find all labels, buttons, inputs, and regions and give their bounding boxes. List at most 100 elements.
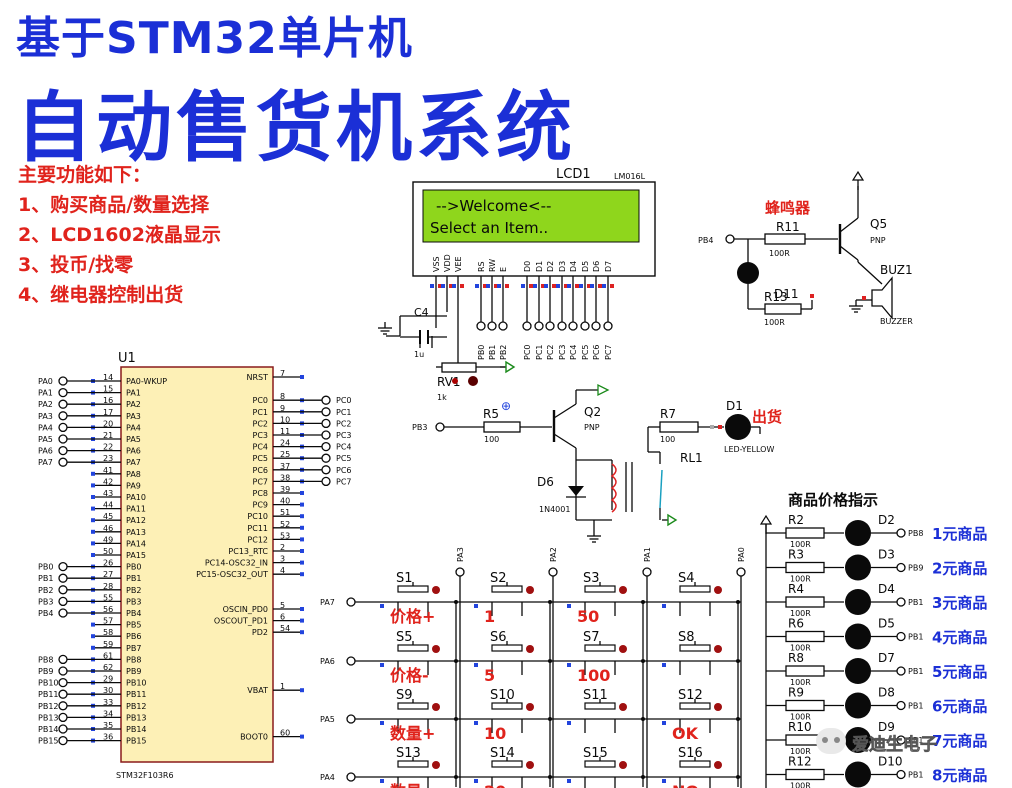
keypad-button-marker bbox=[714, 761, 722, 769]
mcu-pin-number: 55 bbox=[103, 593, 113, 602]
keypad-key-ref: S10 bbox=[490, 688, 515, 703]
pin-marker bbox=[579, 284, 583, 288]
resistor bbox=[764, 303, 802, 315]
price-net-label: PB1 bbox=[908, 736, 923, 745]
price-resistor-ref: R9 bbox=[788, 686, 804, 700]
wechat-icon bbox=[816, 728, 846, 754]
mcu-pin-number: 39 bbox=[280, 485, 290, 494]
lcd-net-label: PC6 bbox=[592, 345, 601, 361]
mcu-net-terminal bbox=[58, 387, 68, 398]
mcu-net-terminal bbox=[321, 476, 331, 487]
pin-marker bbox=[662, 604, 666, 608]
mcu-net-terminal bbox=[58, 573, 68, 583]
keypad-button bbox=[584, 760, 616, 768]
pin-marker bbox=[598, 284, 602, 288]
price-led-ref: D7 bbox=[878, 651, 895, 665]
mcu-net-terminal bbox=[58, 399, 68, 409]
price-item-label: 2元商品 bbox=[932, 560, 987, 578]
power-arrow bbox=[597, 383, 610, 397]
mcu-pin-number: 45 bbox=[103, 512, 113, 521]
power-arrow bbox=[759, 514, 773, 525]
buzzer-symbol bbox=[871, 276, 893, 320]
pin-marker bbox=[567, 779, 571, 783]
relay-d6: D6 bbox=[537, 475, 554, 489]
pin-marker bbox=[380, 604, 384, 608]
mcu-pin-number: 26 bbox=[103, 559, 113, 568]
mcu-net-terminal bbox=[58, 689, 68, 699]
price-resistor-ref: R8 bbox=[788, 651, 804, 665]
mcu-pin-name: PA12 bbox=[126, 516, 146, 525]
pin-marker bbox=[862, 296, 866, 300]
lcd-pin-name: VSS bbox=[432, 256, 441, 272]
mcu-pin-name: PA10 bbox=[126, 493, 146, 502]
mcu-net-label: PB15 bbox=[38, 737, 59, 746]
mcu-pin-number: 37 bbox=[280, 462, 290, 471]
price-resistor-ref: R6 bbox=[788, 617, 804, 631]
relay-r7-value: 100 bbox=[660, 435, 675, 444]
resistor bbox=[785, 768, 825, 781]
price-net-label: PB1 bbox=[908, 633, 923, 642]
price-resistor-ref: R10 bbox=[788, 720, 812, 734]
keypad-col-terminal bbox=[642, 567, 652, 577]
keypad-key-ref: S13 bbox=[396, 746, 421, 761]
keypad-row-terminal bbox=[346, 714, 356, 724]
mcu-net-terminal bbox=[58, 735, 68, 746]
keypad-key-ref: S9 bbox=[396, 688, 413, 703]
mcu-pin-name: PB11 bbox=[126, 690, 147, 699]
mcu-net-label: PB1 bbox=[38, 574, 53, 583]
keypad-key-ref: S8 bbox=[678, 630, 695, 645]
mcu-pin-name: PC15-OSC32_OUT bbox=[196, 570, 268, 579]
lcd-pin-name: D0 bbox=[523, 261, 532, 272]
keypad-row-label: PA5 bbox=[320, 715, 335, 724]
mcu-pin-name: PB8 bbox=[126, 655, 141, 664]
buzzer-q5: Q5 bbox=[870, 217, 887, 231]
mcu-pin-name: PA1 bbox=[126, 389, 141, 398]
relay-net-terminal bbox=[435, 422, 445, 432]
pin-marker bbox=[474, 779, 478, 783]
mcu-net-terminal bbox=[58, 411, 68, 421]
pin-marker bbox=[380, 779, 384, 783]
mcu-net-label: PA4 bbox=[38, 423, 53, 432]
keypad-row-terminal bbox=[346, 772, 356, 782]
pin-marker bbox=[505, 284, 509, 288]
price-led bbox=[845, 623, 871, 650]
resistor bbox=[785, 665, 825, 677]
mcu-pin-number: 7 bbox=[280, 369, 285, 378]
price-net-terminal bbox=[896, 769, 906, 780]
mcu-ref: U1 bbox=[118, 351, 136, 366]
keypad-button-marker bbox=[526, 703, 534, 711]
buzzer-type: BUZZER bbox=[880, 317, 913, 326]
buzzer-r13-value: 100R bbox=[764, 318, 785, 327]
mcu-pin-number: 4 bbox=[280, 566, 285, 575]
mcu-net-terminal bbox=[58, 434, 68, 444]
buzzer-net-terminal bbox=[725, 234, 735, 244]
keypad-button-marker bbox=[714, 586, 722, 594]
mcu-pin-name: PA7 bbox=[126, 458, 141, 467]
mcu-pin-name: PC1 bbox=[253, 408, 269, 417]
pin-marker bbox=[441, 284, 445, 288]
pin-marker bbox=[662, 663, 666, 667]
lcd-pin-name: VDD bbox=[443, 254, 452, 272]
pin-marker bbox=[300, 630, 304, 635]
mcu-pin-name: PC3 bbox=[253, 431, 269, 440]
price-led-ref: D3 bbox=[878, 548, 895, 562]
watermark-text: 爱迪生电子 bbox=[852, 734, 937, 755]
pin-marker bbox=[300, 560, 304, 565]
keypad-button-marker bbox=[714, 703, 722, 711]
feature-item: 主要功能如下： bbox=[18, 164, 152, 186]
mcu-pin-name: PC9 bbox=[253, 501, 269, 510]
pin-marker bbox=[91, 506, 95, 511]
lcd-model: LM016L bbox=[614, 172, 646, 181]
pin-marker bbox=[474, 663, 478, 667]
mcu-pin-name: PC4 bbox=[253, 443, 269, 452]
mcu-pin-number: 15 bbox=[103, 385, 113, 394]
pin-marker bbox=[300, 375, 304, 379]
mcu-pin-number: 1 bbox=[280, 682, 285, 691]
mcu-pin-name: PC11 bbox=[247, 524, 268, 533]
pin-marker bbox=[602, 284, 606, 288]
keypad-col-label: PA2 bbox=[549, 547, 558, 562]
feature-item: 3、投币/找零 bbox=[18, 254, 134, 276]
lcd-net-label: PB2 bbox=[499, 345, 508, 360]
price-net-terminal bbox=[896, 735, 906, 745]
